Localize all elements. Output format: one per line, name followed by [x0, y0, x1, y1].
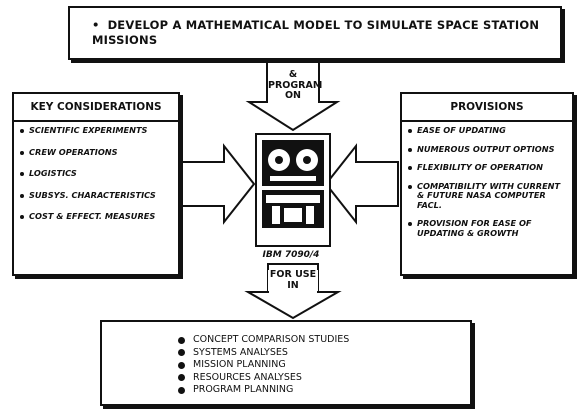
- bullet-icon: •: [92, 18, 100, 32]
- right-arrow-left: [182, 146, 254, 222]
- bullet-icon: [178, 387, 185, 394]
- left-arrow-right: [326, 146, 398, 222]
- provisions-box: PROVISIONS EASE OF UPDATING NUMEROUS OUT…: [400, 92, 574, 276]
- computer-label: IBM 7090/4: [254, 250, 328, 260]
- list-item: PROVISION FOR EASE OF UPDATING & GROWTH: [408, 219, 568, 238]
- list-item: COMPATIBILITY WITH CURRENT & FUTURE NASA…: [408, 182, 568, 211]
- list-item: SUBSYS. CHARACTERISTICS: [20, 191, 174, 201]
- connector-bottom-label: FOR USE IN: [268, 270, 318, 291]
- list-item: CONCEPT COMPARISON STUDIES: [178, 334, 349, 347]
- key-considerations-title: KEY CONSIDERATIONS: [14, 94, 178, 122]
- bullet-icon: [178, 337, 185, 344]
- bullet-icon: [408, 129, 412, 133]
- list-item: COST & EFFECT. MEASURES: [20, 212, 174, 222]
- list-item: FLEXIBILITY OF OPERATION: [408, 163, 568, 173]
- provisions-list: EASE OF UPDATING NUMEROUS OUTPUT OPTIONS…: [408, 126, 568, 247]
- bullet-icon: [20, 151, 24, 155]
- list-item: SYSTEMS ANALYSES: [178, 347, 349, 360]
- bullet-icon: [178, 362, 185, 369]
- bullet-icon: [20, 215, 24, 219]
- provisions-title: PROVISIONS: [402, 94, 572, 122]
- bullet-icon: [408, 185, 412, 189]
- objective-box: •DEVELOP A MATHEMATICAL MODEL TO SIMULAT…: [68, 6, 562, 60]
- tape-computer-icon: [256, 134, 330, 246]
- bullet-icon: [20, 172, 24, 176]
- list-item: MISSION PLANNING: [178, 359, 349, 372]
- bullet-icon: [20, 129, 24, 133]
- objective-text: DEVELOP A MATHEMATICAL MODEL TO SIMULATE…: [92, 18, 539, 47]
- bullet-icon: [178, 349, 185, 356]
- list-item: PROGRAM PLANNING: [178, 384, 349, 397]
- uses-list: CONCEPT COMPARISON STUDIES SYSTEMS ANALY…: [178, 334, 349, 397]
- bullet-icon: [408, 166, 412, 170]
- list-item: CREW OPERATIONS: [20, 148, 174, 158]
- key-considerations-list: SCIENTIFIC EXPERIMENTS CREW OPERATIONS L…: [20, 126, 174, 234]
- bullet-icon: [408, 222, 412, 226]
- connector-top-label: & PROGRAM ON: [268, 70, 318, 102]
- bullet-icon: [20, 194, 24, 198]
- list-item: NUMEROUS OUTPUT OPTIONS: [408, 145, 568, 155]
- list-item: SCIENTIFIC EXPERIMENTS: [20, 126, 174, 136]
- bullet-icon: [178, 374, 185, 381]
- bullet-icon: [408, 148, 412, 152]
- list-item: RESOURCES ANALYSES: [178, 372, 349, 385]
- uses-box: CONCEPT COMPARISON STUDIES SYSTEMS ANALY…: [100, 320, 472, 406]
- key-considerations-box: KEY CONSIDERATIONS SCIENTIFIC EXPERIMENT…: [12, 92, 180, 276]
- list-item: LOGISTICS: [20, 169, 174, 179]
- list-item: EASE OF UPDATING: [408, 126, 568, 136]
